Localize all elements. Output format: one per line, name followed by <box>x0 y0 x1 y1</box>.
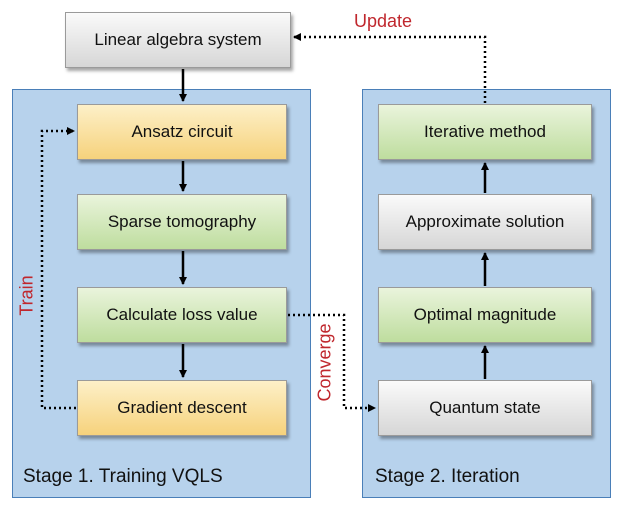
iterative-method-box: Iterative method <box>378 104 592 160</box>
ansatz-circuit-box: Ansatz circuit <box>77 104 287 160</box>
optimal-magnitude-box: Optimal magnitude <box>378 287 592 343</box>
update-label: Update <box>354 11 413 31</box>
sparse-tomography-box: Sparse tomography <box>77 194 287 250</box>
update-dotted-connector <box>293 33 487 103</box>
gradient-descent-box: Gradient descent <box>77 380 287 436</box>
converge-label: Converge <box>314 323 335 402</box>
train-label: Train <box>16 275 37 316</box>
train-dotted-connector <box>40 127 76 410</box>
linear-algebra-system-box: Linear algebra system <box>65 12 291 68</box>
stage1-label: Stage 1. Training VQLS <box>23 466 223 487</box>
approximate-solution-box: Approximate solution <box>378 194 592 250</box>
calculate-loss-value-box: Calculate loss value <box>77 287 287 343</box>
quantum-state-box: Quantum state <box>378 380 592 436</box>
stage2-label: Stage 2. Iteration <box>375 466 520 487</box>
